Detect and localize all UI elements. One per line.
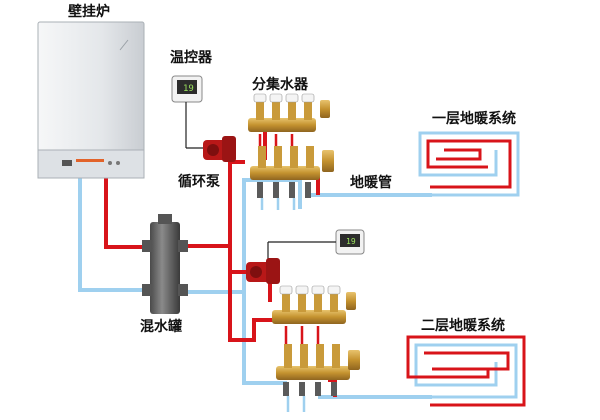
manifold-label: 分集水器 [252, 76, 309, 93]
manifold-2 [272, 285, 360, 412]
thermostat-2-reading: 19 [346, 237, 356, 246]
boiler-logo [76, 159, 104, 162]
floor-pipe-label: 地暖管 [350, 174, 392, 191]
mixing-tank-label: 混水罐 [140, 318, 182, 335]
floor-1-label: 一层地暖系统 [432, 110, 516, 127]
cold-return-pipes [78, 178, 432, 399]
circulation-pump-1 [203, 136, 236, 162]
boiler-label: 壁挂炉 [68, 3, 110, 20]
thermostat-label: 温控器 [170, 49, 213, 66]
thermostat-1: 19 [171, 75, 205, 149]
thermostat-2: 19 [267, 229, 365, 262]
floor-2-label: 二层地暖系统 [421, 317, 505, 334]
floor-1-heating-coil [418, 131, 520, 197]
boiler-display [62, 160, 72, 166]
thermostat-1-reading: 19 [183, 84, 194, 94]
mixing-tank [142, 214, 188, 314]
wall-boiler [37, 21, 145, 179]
circulation-pump-2 [246, 258, 280, 284]
pump-label: 循环泵 [178, 173, 220, 190]
manifold-1 [248, 93, 334, 210]
floor-2-heating-coil [406, 335, 526, 407]
